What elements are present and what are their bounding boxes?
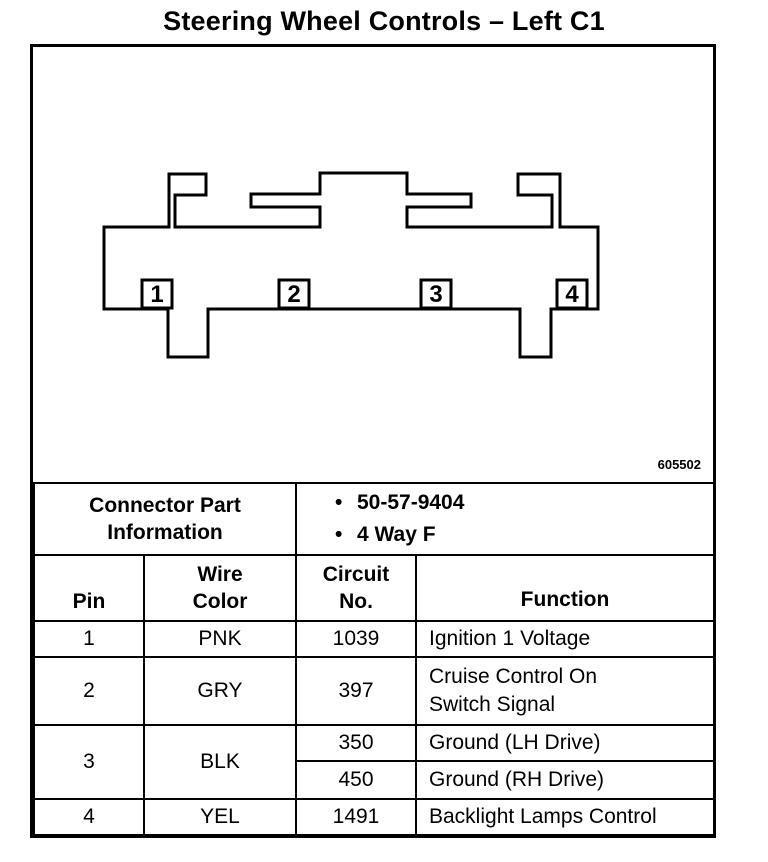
function-cell: Cruise Control On Switch Signal [414, 656, 716, 726]
part-number: •50-57-9404 [335, 491, 465, 514]
pin-2-label: 2 [287, 281, 300, 308]
pin-1-label: 1 [150, 281, 163, 308]
diagram-frame: 1 2 3 4 605502 Connector Part Informatio… [30, 44, 716, 838]
circuit-cell: 1491 [295, 798, 417, 836]
function-cell: Ignition 1 Voltage [414, 620, 716, 658]
connector-outline [102, 171, 600, 359]
circuit-cell: 1039 [295, 620, 417, 658]
table-row: 1 PNK 1039 Ignition 1 Voltage [33, 620, 716, 658]
table-row: 2 GRY 397 Cruise Control On Switch Signa… [33, 656, 716, 726]
pin-1-box [140, 278, 174, 310]
wire-cell: GRY [143, 656, 297, 726]
part-info-values: •50-57-9404 •4 Way F [294, 482, 716, 556]
pin-cell: 3 [33, 724, 145, 800]
pin-cell: 1 [33, 620, 145, 658]
table-row: 3 BLK 350 Ground (LH Drive) [33, 724, 716, 800]
table-row: 4 YEL 1491 Backlight Lamps Control [33, 798, 716, 836]
header-wire-color: Wire Color [143, 554, 297, 622]
wire-cell: PNK [143, 620, 297, 658]
connector-table: Connector Part Information •50-57-9404 •… [33, 482, 716, 836]
circuit-cell: 350 [295, 724, 417, 762]
pin-cell: 4 [33, 798, 145, 836]
table-row: 450 Ground (RH Drive) [34, 760, 716, 800]
part-type: •4 Way F [335, 523, 436, 546]
pin-2-box [277, 278, 311, 310]
wire-cell: BLK [143, 724, 297, 800]
circuit-cell: 450 [295, 760, 417, 800]
pin-4-label: 4 [565, 281, 579, 308]
header-function: Function [414, 554, 716, 622]
circuit-cell: 397 [295, 656, 417, 726]
page-title: Steering Wheel Controls – Left C1 [163, 6, 605, 36]
header-row: Pin Wire Color Circuit No. Function [33, 554, 716, 622]
pin-cell: 2 [33, 656, 145, 726]
function-cell: Backlight Lamps Control [414, 798, 716, 836]
header-circuit: Circuit No. [295, 554, 417, 622]
function-cell: Ground (RH Drive) [414, 760, 716, 800]
function-cell: Ground (LH Drive) [414, 724, 716, 762]
part-info-label: Connector Part Information [33, 482, 297, 556]
pin-3-box [419, 278, 453, 310]
connector-diagram: 1 2 3 4 [102, 171, 600, 359]
wire-cell: YEL [143, 798, 297, 836]
pin-3-label: 3 [429, 281, 442, 308]
figure-id: 605502 [657, 457, 701, 472]
part-info-row: Connector Part Information •50-57-9404 •… [33, 482, 716, 556]
pin-4-box [555, 278, 589, 310]
header-pin: Pin [33, 554, 145, 622]
